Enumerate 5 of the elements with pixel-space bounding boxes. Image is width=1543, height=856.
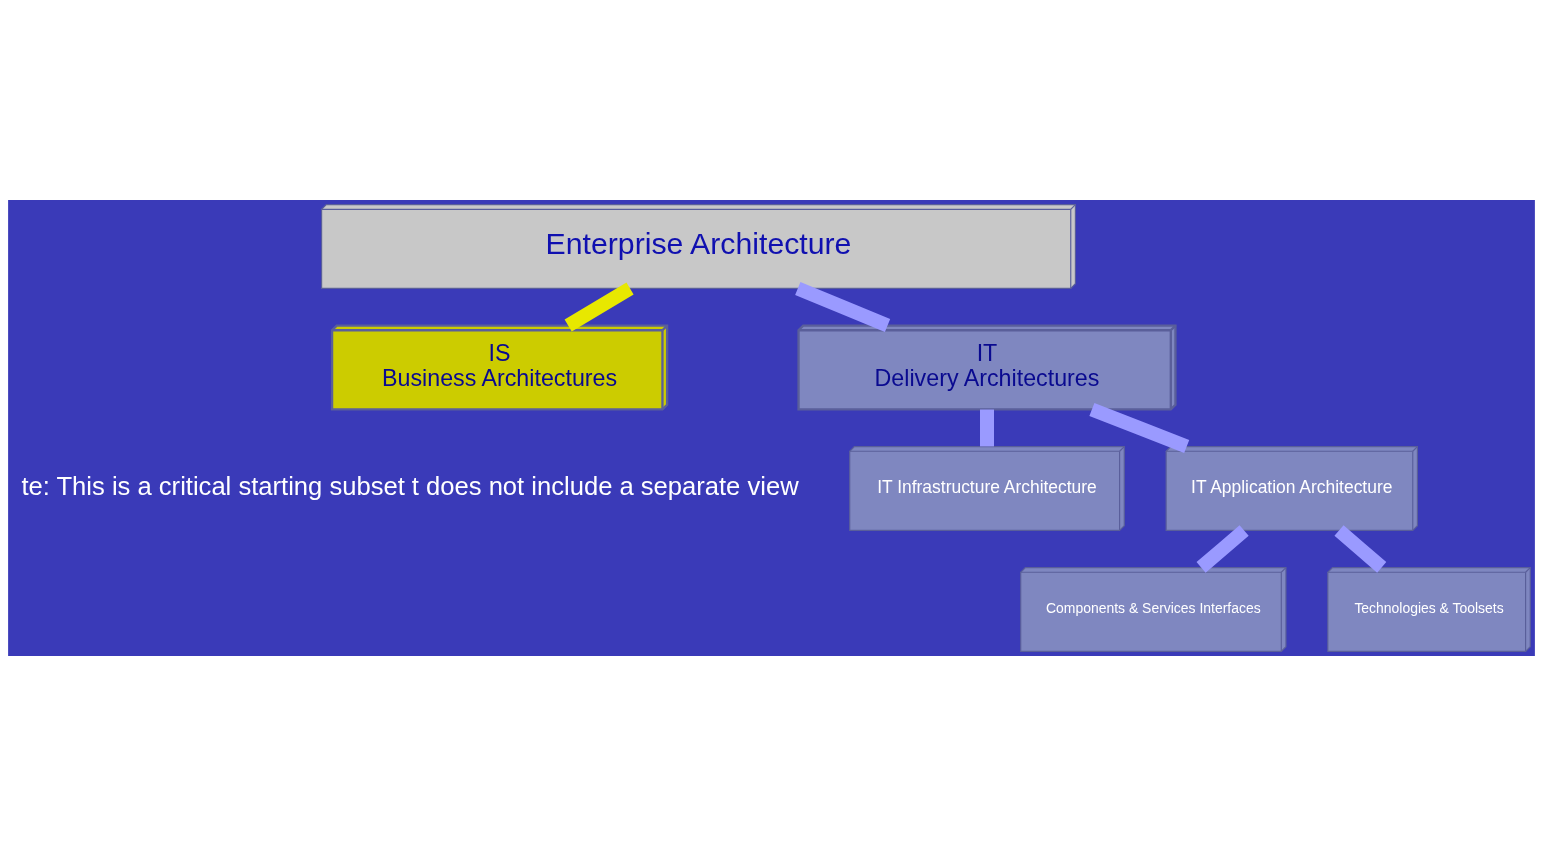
connector [1196, 525, 1249, 573]
label: te: This is a critical starting subset t does not include a separate view [21, 472, 799, 500]
connector [1089, 403, 1190, 453]
connector [1334, 525, 1387, 573]
connector [980, 409, 994, 447]
